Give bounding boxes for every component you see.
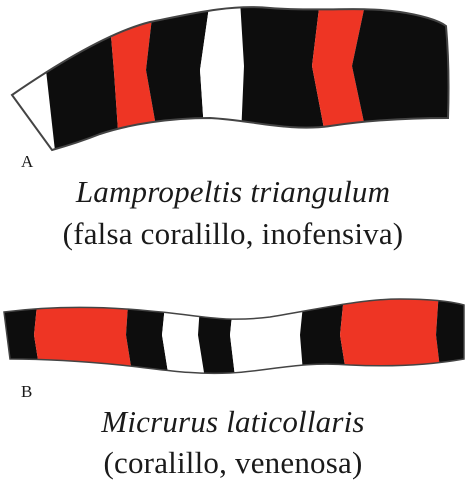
panel-b-band-segment: [34, 275, 134, 385]
panel-a-band-segment: [200, 0, 244, 160]
panel-a-band-segment: [146, 0, 210, 160]
panel-a-description: (falsa coralillo, inofensiva): [0, 216, 466, 252]
panel-a-species-name: Lampropeltis triangulum: [0, 174, 466, 210]
panel-b-species-name: Micrurus laticollaris: [0, 404, 466, 440]
panel-b-band-segment: [198, 275, 236, 385]
panel-a-snake-band: [0, 0, 466, 160]
panel-b-snake-band: [0, 275, 466, 385]
panel-b-letter: B: [21, 382, 32, 402]
panel-b-band-segment: [340, 275, 442, 385]
panel-b-band-segment: [436, 275, 466, 385]
panel-b-description: (coralillo, venenosa): [0, 445, 466, 481]
panel-a-letter: A: [21, 152, 33, 172]
